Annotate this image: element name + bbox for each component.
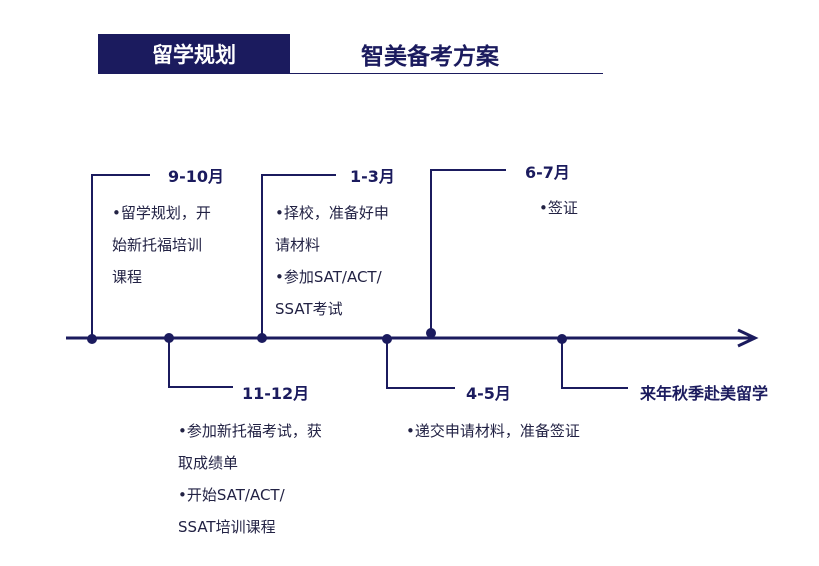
desc-line: 取成绩单 — [178, 454, 239, 472]
title-underline — [98, 73, 603, 74]
milestone-label-11-12: 11-12月 — [242, 384, 310, 403]
timeline-dot-9-10 — [87, 334, 97, 344]
desc-line: •递交申请材料，准备签证 — [406, 422, 580, 440]
connector-fall — [561, 338, 628, 389]
connector-6-7 — [430, 169, 506, 333]
desc-line: •参加新托福考试，获 — [178, 422, 322, 440]
milestone-label-4-5: 4-5月 — [466, 384, 511, 403]
milestone-label-9-10: 9-10月 — [168, 167, 225, 186]
desc-line: 请材料 — [275, 236, 321, 254]
desc-line: •开始SAT/ACT/ — [178, 486, 285, 504]
milestone-desc-4-5: •递交申请材料，准备签证 — [406, 415, 580, 447]
milestone-desc-1-3: •择校，准备好申 请材料 •参加SAT/ACT/ SSAT考试 — [275, 197, 389, 325]
desc-line: •参加SAT/ACT/ — [275, 268, 382, 286]
connector-4-5 — [386, 338, 455, 389]
desc-line: SSAT培训课程 — [178, 518, 276, 536]
header-tag: 留学规划 — [98, 34, 290, 74]
milestone-desc-11-12: •参加新托福考试，获 取成绩单 •开始SAT/ACT/ SSAT培训课程 — [178, 415, 322, 543]
milestone-label-1-3: 1-3月 — [350, 167, 395, 186]
timeline-dot-6-7 — [426, 328, 436, 338]
milestone-label-6-7: 6-7月 — [525, 163, 570, 182]
page-title: 智美备考方案 — [361, 44, 499, 70]
timeline-dot-4-5 — [382, 334, 392, 344]
connector-9-10 — [91, 174, 150, 338]
milestone-desc-6-7: •签证 — [539, 192, 578, 224]
desc-line: •择校，准备好申 — [275, 204, 389, 222]
timeline-arrowhead — [737, 328, 759, 348]
milestone-label-fall: 来年秋季赴美留学 — [640, 384, 769, 403]
timeline-dot-11-12 — [164, 333, 174, 343]
milestone-desc-9-10: •留学规划，开 始新托福培训 课程 — [112, 197, 211, 293]
connector-11-12 — [168, 338, 233, 388]
desc-line: SSAT考试 — [275, 300, 343, 318]
connector-1-3 — [261, 174, 336, 338]
desc-line: •留学规划，开 — [112, 204, 211, 222]
timeline-dot-1-3 — [257, 333, 267, 343]
timeline-dot-fall — [557, 334, 567, 344]
desc-line: 始新托福培训 — [112, 236, 203, 254]
desc-line: •签证 — [539, 199, 578, 217]
desc-line: 课程 — [112, 268, 143, 286]
